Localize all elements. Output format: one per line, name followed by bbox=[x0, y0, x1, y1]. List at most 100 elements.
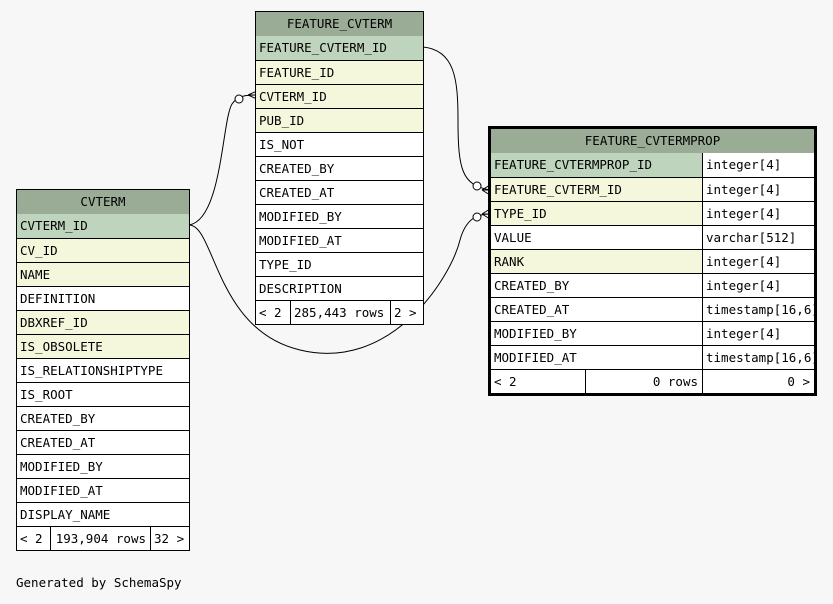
row-count: 285,443 rows bbox=[290, 301, 390, 324]
column-name: IS_NOT bbox=[259, 137, 305, 152]
parents-count[interactable]: < 2 bbox=[494, 374, 517, 389]
column-name: FEATURE_CVTERM_ID bbox=[494, 182, 622, 197]
column-name: CVTERM_ID bbox=[20, 218, 88, 233]
column-name: IS_ROOT bbox=[20, 387, 73, 402]
column-name: MODIFIED_AT bbox=[259, 233, 342, 248]
column-name: CREATED_AT bbox=[259, 185, 335, 200]
column-row[interactable]: CV_ID bbox=[17, 238, 189, 262]
column-row[interactable]: CVTERM_ID bbox=[17, 214, 189, 238]
table-footer-feature-cvtermprop: < 2 0 rows 0 > bbox=[491, 369, 814, 393]
column-row[interactable]: CREATED_BY bbox=[17, 406, 189, 430]
column-type: integer[4] bbox=[702, 322, 814, 345]
column-name: NAME bbox=[20, 267, 51, 282]
column-name: MODIFIED_BY bbox=[20, 459, 103, 474]
column-row[interactable]: CVTERM_ID bbox=[256, 84, 423, 108]
children-count[interactable]: 32 > bbox=[150, 527, 189, 550]
column-name: FEATURE_CVTERM_ID bbox=[259, 40, 387, 55]
column-name: RANK bbox=[494, 254, 525, 269]
column-row[interactable]: MODIFIED_AT bbox=[17, 478, 189, 502]
column-name: PUB_ID bbox=[259, 113, 305, 128]
generated-by-note: Generated by SchemaSpy bbox=[16, 575, 182, 590]
column-row[interactable]: IS_ROOT bbox=[17, 382, 189, 406]
edge-feature-cvterm-to-feature-cvtermprop bbox=[422, 46, 491, 191]
column-type: integer[4] bbox=[702, 153, 814, 177]
edge-optional-marker bbox=[234, 94, 244, 104]
parents-count[interactable]: < 2 bbox=[20, 531, 43, 546]
column-row[interactable]: IS_OBSOLETE bbox=[17, 334, 189, 358]
column-row[interactable]: CREATED_AT bbox=[256, 180, 423, 204]
column-row[interactable]: FEATURE_CVTERM_ID integer[4] bbox=[491, 177, 814, 201]
table-footer-feature-cvterm: < 2 285,443 rows 2 > bbox=[256, 300, 423, 324]
column-name: MODIFIED_AT bbox=[494, 350, 577, 365]
column-name: CREATED_AT bbox=[20, 435, 96, 450]
edge-optional-marker bbox=[472, 212, 482, 222]
column-type: integer[4] bbox=[702, 250, 814, 273]
table-header-feature-cvterm[interactable]: FEATURE_CVTERM bbox=[256, 12, 423, 36]
column-row[interactable]: RANK integer[4] bbox=[491, 249, 814, 273]
column-name: MODIFIED_BY bbox=[494, 326, 577, 341]
column-row[interactable]: MODIFIED_AT timestamp[16,6] bbox=[491, 345, 814, 369]
column-name: DISPLAY_NAME bbox=[20, 507, 111, 522]
table-footer-cvterm: < 2 193,904 rows 32 > bbox=[17, 526, 189, 550]
column-name: FEATURE_CVTERMPROP_ID bbox=[494, 157, 653, 172]
table-feature-cvterm[interactable]: FEATURE_CVTERM FEATURE_CVTERM_ID FEATURE_… bbox=[255, 11, 424, 325]
column-row[interactable]: MODIFIED_BY integer[4] bbox=[491, 321, 814, 345]
table-header-feature-cvtermprop[interactable]: FEATURE_CVTERMPROP bbox=[491, 129, 814, 153]
column-name: MODIFIED_AT bbox=[20, 483, 103, 498]
column-name: MODIFIED_BY bbox=[259, 209, 342, 224]
column-row[interactable]: TYPE_ID bbox=[256, 252, 423, 276]
column-row[interactable]: PUB_ID bbox=[256, 108, 423, 132]
children-count[interactable]: 2 > bbox=[390, 301, 423, 324]
column-row[interactable]: DISPLAY_NAME bbox=[17, 502, 189, 526]
column-row[interactable]: CREATED_BY integer[4] bbox=[491, 273, 814, 297]
edge-cvterm-to-feature-cvterm bbox=[188, 94, 258, 226]
parents-count[interactable]: < 2 bbox=[259, 305, 282, 320]
column-name: CREATED_AT bbox=[494, 302, 570, 317]
column-row[interactable]: DEFINITION bbox=[17, 286, 189, 310]
column-row[interactable]: MODIFIED_BY bbox=[17, 454, 189, 478]
column-row[interactable]: DESCRIPTION bbox=[256, 276, 423, 300]
column-row[interactable]: NAME bbox=[17, 262, 189, 286]
column-name: FEATURE_ID bbox=[259, 65, 335, 80]
column-row[interactable]: MODIFIED_AT bbox=[256, 228, 423, 252]
column-type: integer[4] bbox=[702, 274, 814, 297]
column-row[interactable]: CREATED_AT bbox=[17, 430, 189, 454]
column-name: CVTERM_ID bbox=[259, 89, 327, 104]
column-name: VALUE bbox=[494, 230, 532, 245]
column-name: DBXREF_ID bbox=[20, 315, 88, 330]
table-header-cvterm[interactable]: CVTERM bbox=[17, 190, 189, 214]
column-name: CREATED_BY bbox=[494, 278, 570, 293]
column-name: TYPE_ID bbox=[259, 257, 312, 272]
column-name: IS_OBSOLETE bbox=[20, 339, 103, 354]
column-name: CREATED_BY bbox=[259, 161, 335, 176]
table-cvterm[interactable]: CVTERM CVTERM_ID CV_ID NAME DEFINITION DBXRE… bbox=[16, 189, 190, 551]
column-row[interactable]: FEATURE_CVTERMPROP_ID integer[4] bbox=[491, 153, 814, 177]
children-count[interactable]: 0 > bbox=[702, 370, 814, 393]
column-row[interactable]: CREATED_BY bbox=[256, 156, 423, 180]
column-row[interactable]: FEATURE_ID bbox=[256, 60, 423, 84]
table-feature-cvtermprop[interactable]: FEATURE_CVTERMPROP FEATURE_CVTERMPROP_ID… bbox=[488, 126, 817, 396]
column-row[interactable]: IS_RELATIONSHIPTYPE bbox=[17, 358, 189, 382]
column-row[interactable]: FEATURE_CVTERM_ID bbox=[256, 36, 423, 60]
column-row[interactable]: VALUE varchar[512] bbox=[491, 225, 814, 249]
column-row[interactable]: CREATED_AT timestamp[16,6] bbox=[491, 297, 814, 321]
column-name: IS_RELATIONSHIPTYPE bbox=[20, 363, 163, 378]
edge-cvterm-to-feature-cvtermprop bbox=[188, 213, 491, 354]
column-name: TYPE_ID bbox=[494, 206, 547, 221]
column-name: CV_ID bbox=[20, 243, 58, 258]
column-name: DESCRIPTION bbox=[259, 281, 342, 296]
column-name: DEFINITION bbox=[20, 291, 96, 306]
column-row[interactable]: IS_NOT bbox=[256, 132, 423, 156]
edge-optional-marker bbox=[472, 181, 482, 191]
column-type: varchar[512] bbox=[702, 226, 814, 249]
column-row[interactable]: TYPE_ID integer[4] bbox=[491, 201, 814, 225]
row-count: 193,904 rows bbox=[50, 527, 150, 550]
column-type: integer[4] bbox=[702, 202, 814, 225]
column-type: timestamp[16,6] bbox=[702, 298, 814, 321]
column-row[interactable]: DBXREF_ID bbox=[17, 310, 189, 334]
row-count: 0 rows bbox=[585, 370, 702, 393]
column-type: integer[4] bbox=[702, 178, 814, 201]
column-name: CREATED_BY bbox=[20, 411, 96, 426]
column-type: timestamp[16,6] bbox=[702, 346, 814, 369]
column-row[interactable]: MODIFIED_BY bbox=[256, 204, 423, 228]
